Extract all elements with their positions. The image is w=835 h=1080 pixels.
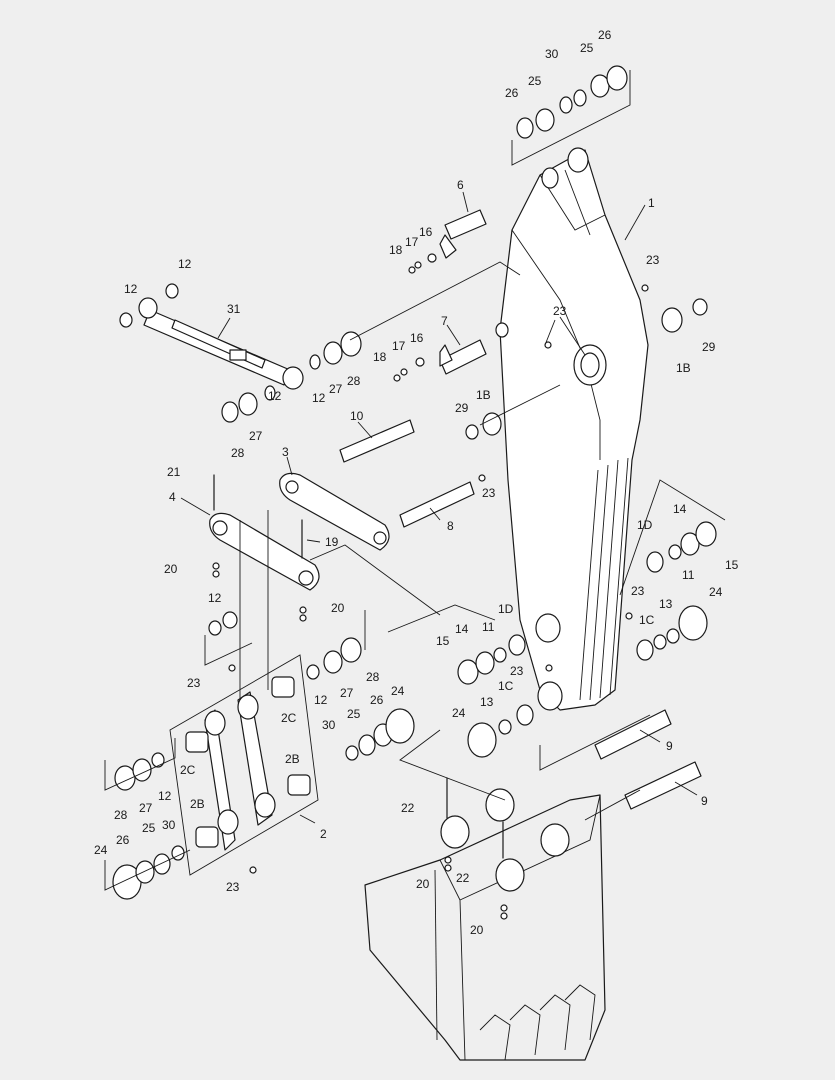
callout-label: 11 <box>682 568 695 582</box>
callout-label: 3 <box>282 445 289 459</box>
callout-label: 7 <box>441 314 448 328</box>
callout-label: 20 <box>164 562 178 576</box>
callout-label: 23 <box>631 584 645 598</box>
callout-label: 10 <box>350 409 364 423</box>
callout-label: 28 <box>347 374 361 388</box>
callout-label: 25 <box>528 74 542 88</box>
callout-label: 14 <box>673 502 687 516</box>
callout-label: 8 <box>447 519 454 533</box>
callout-label: 16 <box>410 331 424 345</box>
callout-label: 23 <box>226 880 240 894</box>
callout-label: 18 <box>373 350 387 364</box>
callout-label: 13 <box>480 695 494 709</box>
callout-label: 19 <box>325 535 339 549</box>
callout-label: 1C <box>639 613 655 627</box>
callout-label: 1D <box>498 602 514 616</box>
callout-label: 13 <box>659 597 673 611</box>
callout-label: 25 <box>142 821 156 835</box>
callout-label: 1 <box>648 196 655 210</box>
boom <box>495 147 649 711</box>
callout-label: 24 <box>709 585 723 599</box>
callout-label: 20 <box>470 923 484 937</box>
callout-label: 27 <box>249 429 263 443</box>
callout-label: 23 <box>510 664 524 678</box>
callout-label: 2B <box>190 797 205 811</box>
callout-label: 1B <box>476 388 491 402</box>
callout-label: 23 <box>553 304 567 318</box>
callout-label: 21 <box>167 465 181 479</box>
callout-label: 12 <box>124 282 138 296</box>
callout-label: 26 <box>505 86 519 100</box>
callout-label: 12 <box>208 591 222 605</box>
callout-label: 2B <box>285 752 300 766</box>
callout-label: 29 <box>455 401 469 415</box>
callout-label: 14 <box>455 622 469 636</box>
callout-label: 25 <box>580 41 594 55</box>
callout-label: 15 <box>436 634 450 648</box>
callout-label: 12 <box>312 391 326 405</box>
callout-label: 20 <box>331 601 345 615</box>
bucket <box>364 788 606 1061</box>
callout-label: 15 <box>725 558 739 572</box>
callout-label: 28 <box>366 670 380 684</box>
callout-label: 30 <box>545 47 559 61</box>
link-3 <box>279 472 390 551</box>
callout-label: 30 <box>322 718 336 732</box>
callout-label: 24 <box>391 684 405 698</box>
callout-label: 11 <box>482 620 495 634</box>
callout-label: 26 <box>370 693 384 707</box>
callout-label: 23 <box>482 486 496 500</box>
callout-label: 12 <box>268 389 282 403</box>
callout-label: 26 <box>598 28 612 42</box>
callout-label: 6 <box>457 178 464 192</box>
callout-label: 12 <box>158 789 172 803</box>
callout-label: 1C <box>498 679 514 693</box>
callout-label: 2C <box>180 763 196 777</box>
callout-label: 26 <box>116 833 130 847</box>
pins <box>339 209 702 810</box>
callout-labels: 1 1B 1B 1C 1C 1D 1D 2 2B 2B 2C 2C 3 4 6 … <box>94 28 739 937</box>
callout-label: 9 <box>666 739 673 753</box>
callout-label: 12 <box>178 257 192 271</box>
callout-label: 2 <box>320 827 327 841</box>
callout-label: 22 <box>456 871 470 885</box>
callout-label: 17 <box>405 235 419 249</box>
callout-label: 9 <box>701 794 708 808</box>
callout-label: 4 <box>169 490 176 504</box>
link-2-assembly <box>169 654 319 876</box>
callout-label: 30 <box>162 818 176 832</box>
callout-label: 27 <box>329 382 343 396</box>
callout-label: 28 <box>114 808 128 822</box>
bolts-and-fittings <box>212 234 649 920</box>
callout-label: 18 <box>389 243 403 257</box>
callout-label: 27 <box>139 801 153 815</box>
callout-label: 12 <box>314 693 328 707</box>
callout-label: 2C <box>281 711 297 725</box>
link-4 <box>209 512 320 591</box>
callout-label: 17 <box>392 339 406 353</box>
callout-label: 28 <box>231 446 245 460</box>
callout-label: 24 <box>94 843 108 857</box>
callout-label: 24 <box>452 706 466 720</box>
callout-label: 29 <box>702 340 716 354</box>
callout-label: 1D <box>637 518 653 532</box>
callout-label: 31 <box>227 302 241 316</box>
bucket-cylinder <box>138 297 304 390</box>
washers-and-bushings <box>112 65 717 900</box>
callout-label: 20 <box>416 877 430 891</box>
callout-label: 22 <box>401 801 415 815</box>
callout-label: 25 <box>347 707 361 721</box>
leader-lines <box>104 70 726 891</box>
callout-label: 27 <box>340 686 354 700</box>
callout-label: 23 <box>187 676 201 690</box>
callout-label: 23 <box>646 253 660 267</box>
callout-label: 16 <box>419 225 433 239</box>
callout-label: 1B <box>676 361 691 375</box>
